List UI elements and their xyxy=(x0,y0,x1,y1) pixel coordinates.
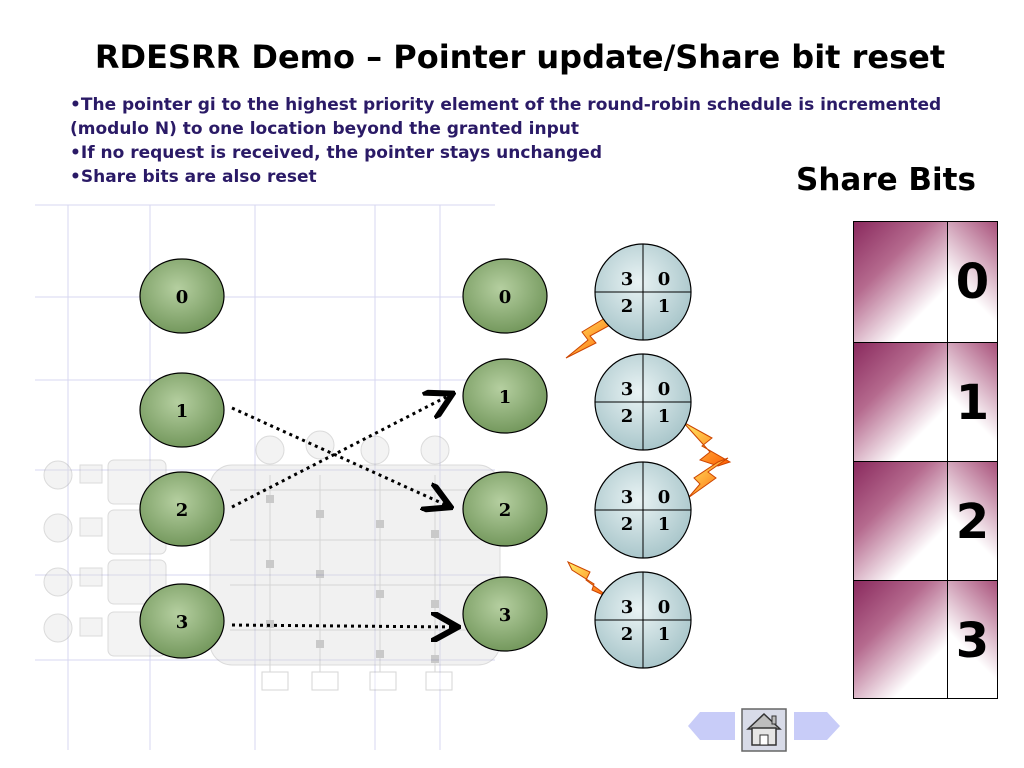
share-bit-swatch xyxy=(854,581,948,698)
input-nodes: 0 1 2 3 xyxy=(139,258,225,659)
share-bit-row: 2 xyxy=(854,462,997,581)
arbiter-cell: 3 xyxy=(621,597,634,618)
arbiter-3: 3 0 2 1 xyxy=(594,571,692,669)
share-bit-row: 1 xyxy=(854,343,997,462)
connection-arrow-2-to-1 xyxy=(231,395,450,509)
arbiter-cell: 0 xyxy=(658,269,671,290)
arbiter-0: 3 0 2 1 xyxy=(594,243,692,341)
grid-lines xyxy=(35,204,495,750)
connection-arrows xyxy=(231,395,455,627)
next-button[interactable] xyxy=(794,712,840,740)
arbiter-cell: 2 xyxy=(621,624,634,645)
bullet-list: •The pointer gi to the highest priority … xyxy=(70,93,970,189)
home-icon[interactable] xyxy=(746,712,782,746)
nav-bar xyxy=(688,708,840,752)
output-node-label: 3 xyxy=(499,605,512,626)
share-bit-value: 3 xyxy=(948,581,997,698)
home-button[interactable] xyxy=(741,708,787,752)
arrow-right-icon[interactable] xyxy=(794,712,840,740)
arbiter-2: 3 0 2 1 xyxy=(594,461,692,559)
output-node-2: 2 xyxy=(462,471,548,547)
share-bit-row: 0 xyxy=(854,222,997,343)
arbiter-cell: 1 xyxy=(658,296,671,317)
arbiter-cell: 1 xyxy=(658,514,671,535)
share-bit-value: 0 xyxy=(948,222,997,342)
bullet-item: •If no request is received, the pointer … xyxy=(70,143,603,163)
lightning-icon xyxy=(565,317,613,359)
input-node-3: 3 xyxy=(139,583,225,659)
arbiter-cell: 0 xyxy=(658,597,671,618)
input-node-0: 0 xyxy=(139,258,225,334)
output-nodes: 0 1 2 3 xyxy=(462,258,548,652)
bullet-item: •Share bits are also reset xyxy=(70,167,317,187)
arbiter-cell: 2 xyxy=(621,514,634,535)
page-title: RDESRR Demo – Pointer update/Share bit r… xyxy=(94,38,946,76)
prev-button[interactable] xyxy=(688,712,735,740)
arbiter-cell: 2 xyxy=(621,296,634,317)
arbiter-cell: 0 xyxy=(658,379,671,400)
output-node-label: 2 xyxy=(499,500,512,521)
arbiter-cell: 3 xyxy=(621,379,634,400)
output-node-1: 1 xyxy=(462,358,548,434)
arbiters: 3 0 2 1 3 0 2 1 3 0 2 1 xyxy=(594,243,692,669)
faint-crossbar xyxy=(43,430,501,691)
input-node-label: 2 xyxy=(176,500,189,521)
arbiter-cell: 3 xyxy=(621,487,634,508)
share-bit-swatch xyxy=(854,343,948,461)
arbiter-cell: 3 xyxy=(621,269,634,290)
arrow-left-icon[interactable] xyxy=(688,712,735,740)
lightning-icon xyxy=(687,457,729,499)
input-node-label: 0 xyxy=(176,287,189,308)
arbiter-cell: 1 xyxy=(658,406,671,427)
output-node-0: 0 xyxy=(462,258,548,334)
input-node-label: 3 xyxy=(176,612,189,633)
share-bits-title: Share Bits xyxy=(796,162,976,198)
share-bits-table: 0 1 2 3 xyxy=(853,221,998,699)
bullet-item: •The pointer gi to the highest priority … xyxy=(70,95,942,139)
output-node-label: 0 xyxy=(499,287,512,308)
share-bit-swatch xyxy=(854,462,948,580)
input-node-1: 1 xyxy=(139,372,225,448)
share-bit-swatch xyxy=(854,222,948,342)
share-bit-row: 3 xyxy=(854,581,997,698)
arbiter-cell: 2 xyxy=(621,406,634,427)
arbiter-cell: 0 xyxy=(658,487,671,508)
connection-arrow-1-to-2 xyxy=(231,406,448,506)
arbiter-cell: 1 xyxy=(658,624,671,645)
share-bit-value: 2 xyxy=(948,462,997,580)
share-bit-value: 1 xyxy=(948,343,997,461)
lightning-icon xyxy=(682,421,732,467)
output-node-label: 1 xyxy=(499,387,512,408)
input-node-label: 1 xyxy=(176,401,189,422)
connection-arrow-3-to-3 xyxy=(231,625,455,627)
lightning-icon xyxy=(566,560,611,599)
arbiter-1: 3 0 2 1 xyxy=(594,353,692,451)
input-node-2: 2 xyxy=(139,471,225,547)
output-node-3: 3 xyxy=(462,576,548,652)
